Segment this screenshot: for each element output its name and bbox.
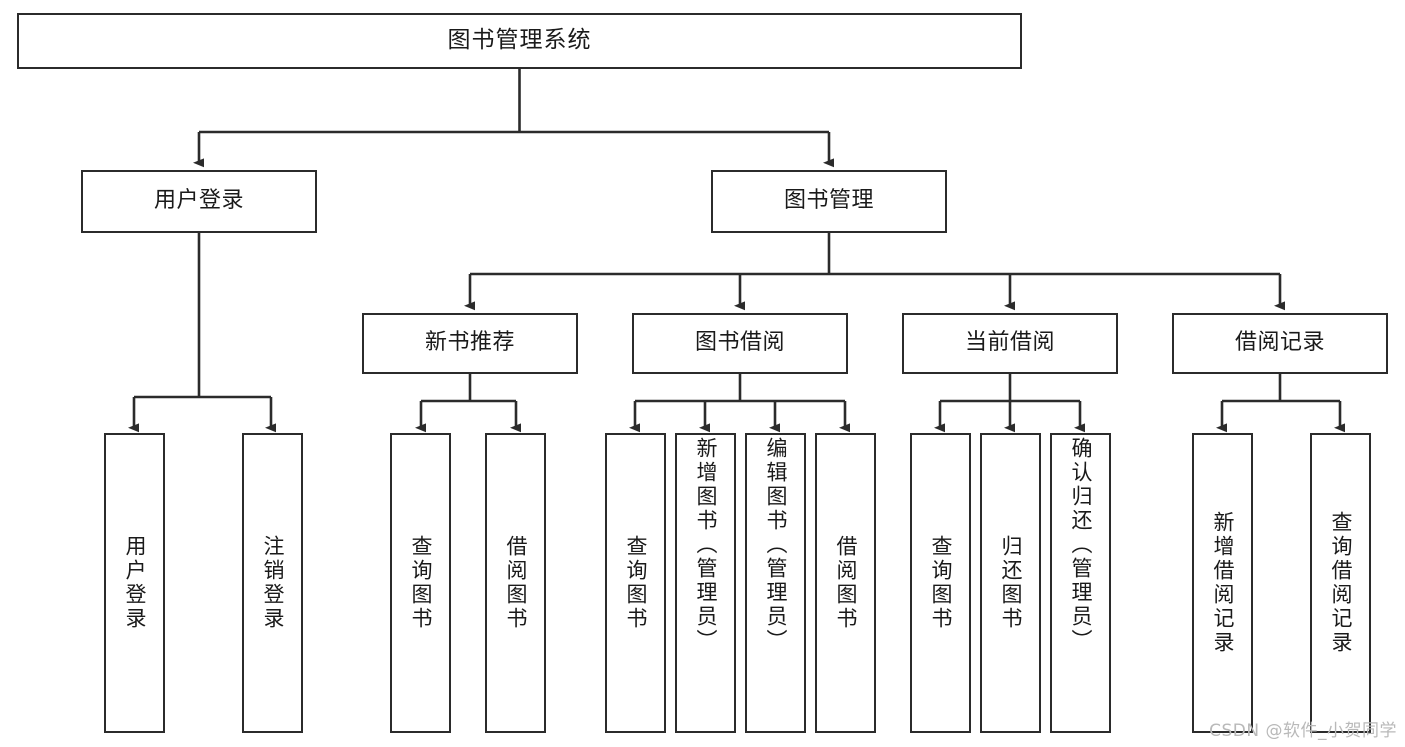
node-user-login[interactable]: 用户登录 [81,170,317,233]
node-leaf-borrow-book-1[interactable]: 借阅图书 [485,433,546,733]
node-leaf-borrow-book-1-label: 借阅图书 [504,535,528,631]
node-leaf-confirm-return-label: 确认归还（管理员） [1069,437,1093,653]
node-leaf-edit-book[interactable]: 编辑图书（管理员） [745,433,806,733]
node-leaf-confirm-return[interactable]: 确认归还（管理员） [1050,433,1111,733]
node-leaf-query-book-1-label: 查询图书 [409,535,433,631]
node-leaf-query-record-label: 查询借阅记录 [1329,511,1353,655]
node-leaf-add-book[interactable]: 新增图书（管理员） [675,433,736,733]
node-leaf-user-login-label: 用户登录 [123,535,147,631]
node-leaf-query-book-1[interactable]: 查询图书 [390,433,451,733]
csdn-watermark: CSDN @软件_小贺同学 [1209,721,1397,741]
node-leaf-query-book-3-label: 查询图书 [929,535,953,631]
node-leaf-user-logout-label: 注销登录 [261,535,285,631]
node-book-manage[interactable]: 图书管理 [711,170,947,233]
node-leaf-borrow-book-2[interactable]: 借阅图书 [815,433,876,733]
node-leaf-return-book[interactable]: 归还图书 [980,433,1041,733]
node-book-borrow[interactable]: 图书借阅 [632,313,848,374]
node-leaf-return-book-label: 归还图书 [999,535,1023,631]
node-leaf-query-record[interactable]: 查询借阅记录 [1310,433,1371,733]
node-leaf-borrow-book-2-label: 借阅图书 [834,535,858,631]
node-current-borrow[interactable]: 当前借阅 [902,313,1118,374]
node-borrow-record[interactable]: 借阅记录 [1172,313,1388,374]
node-book-manage-label: 图书管理 [783,188,874,214]
node-book-borrow-label: 图书借阅 [694,330,785,356]
node-leaf-add-record-label: 新增借阅记录 [1211,511,1235,655]
node-leaf-user-login[interactable]: 用户登录 [104,433,165,733]
node-new-book-rec[interactable]: 新书推荐 [362,313,578,374]
node-leaf-query-book-2[interactable]: 查询图书 [605,433,666,733]
node-leaf-add-record[interactable]: 新增借阅记录 [1192,433,1253,733]
node-user-login-label: 用户登录 [153,188,244,214]
node-leaf-edit-book-label: 编辑图书（管理员） [764,437,788,653]
node-root[interactable]: 图书管理系统 [17,13,1022,69]
node-leaf-query-book-2-label: 查询图书 [624,535,648,631]
node-leaf-query-book-3[interactable]: 查询图书 [910,433,971,733]
node-leaf-user-logout[interactable]: 注销登录 [242,433,303,733]
node-new-book-rec-label: 新书推荐 [424,330,515,356]
node-current-borrow-label: 当前借阅 [964,330,1055,356]
node-leaf-add-book-label: 新增图书（管理员） [694,437,718,653]
node-borrow-record-label: 借阅记录 [1234,330,1325,356]
node-root-label: 图书管理系统 [447,27,592,54]
